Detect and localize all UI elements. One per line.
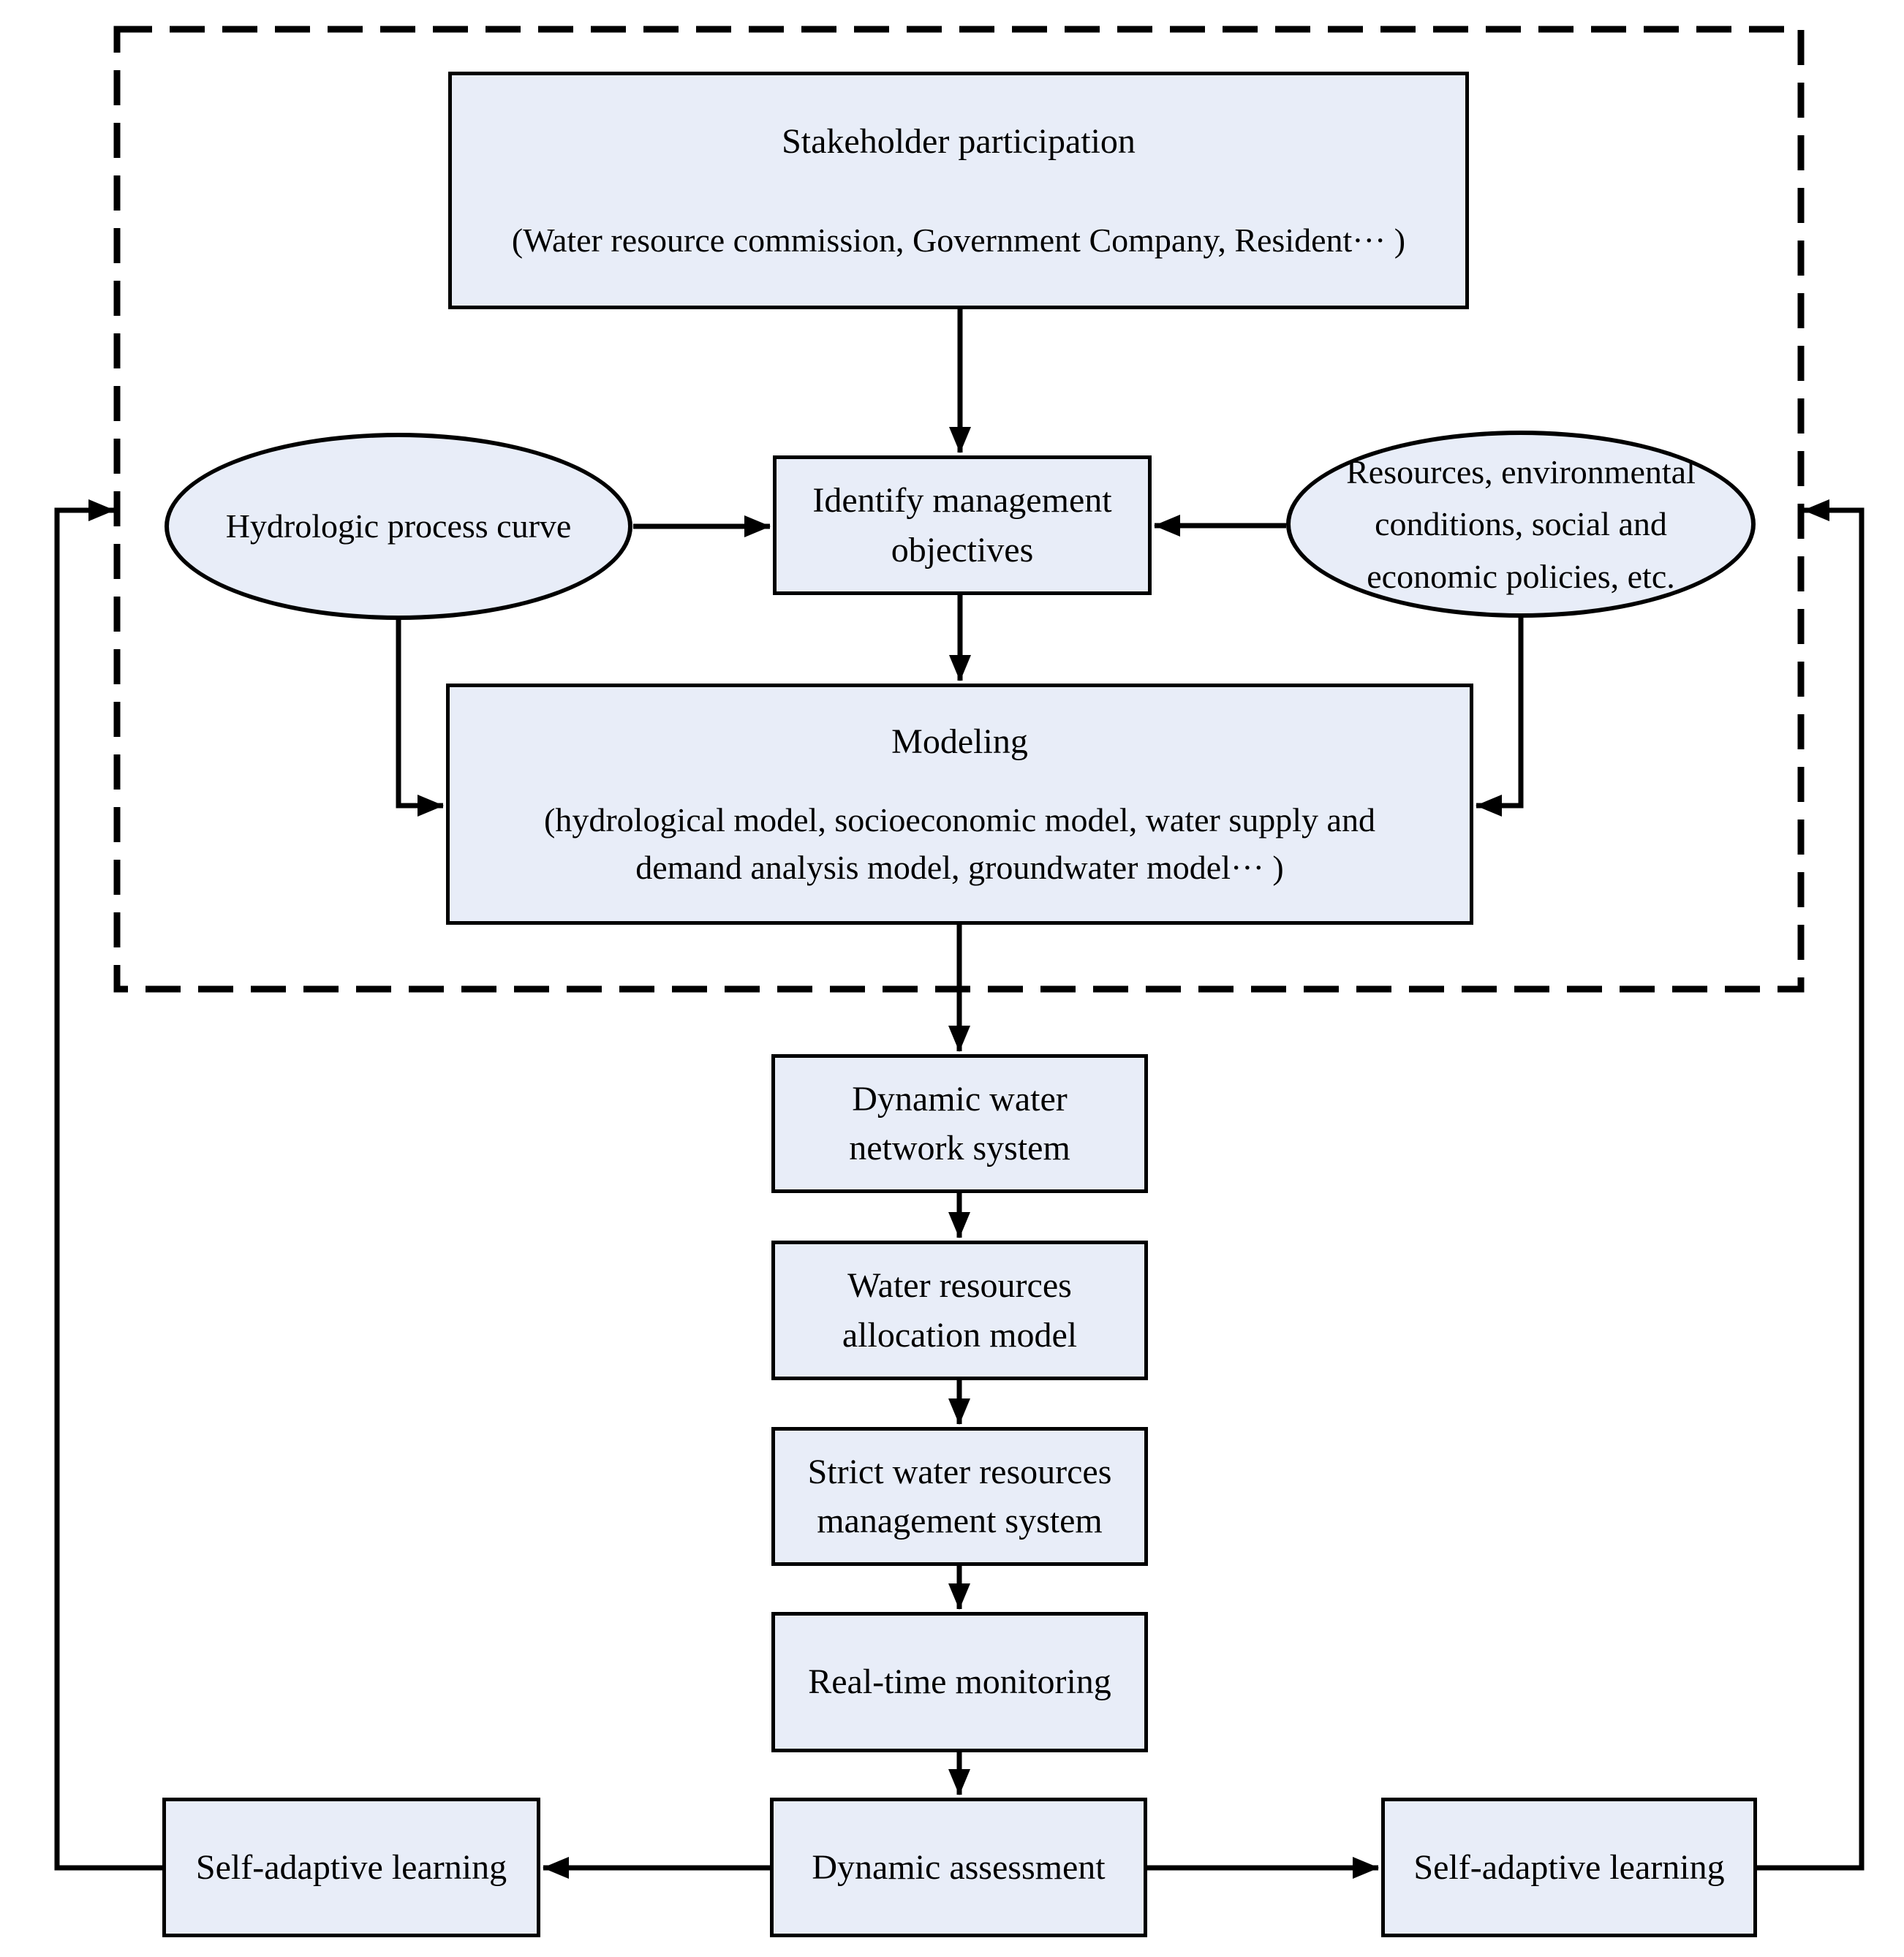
- stakeholder-title: Stakeholder participation: [782, 121, 1136, 161]
- node-stakeholder-participation: Stakeholder participation (Water resourc…: [448, 72, 1469, 309]
- modeling-title: Modeling: [891, 722, 1028, 762]
- node-modeling: Modeling (hydrological model, socioecono…: [446, 684, 1473, 925]
- node-self-adaptive-learning-left: Self-adaptive learning: [162, 1798, 540, 1937]
- node-hydrologic-process-curve: Hydrologic process curve: [165, 433, 632, 620]
- arrow-hydrologic-to-modeling: [396, 618, 444, 817]
- identify-objectives-label: Identify management objectives: [812, 481, 1112, 569]
- water-allocation-label: Water resources allocation model: [842, 1266, 1078, 1355]
- node-real-time-monitoring: Real-time monitoring: [771, 1612, 1148, 1752]
- node-self-adaptive-learning-right: Self-adaptive learning: [1381, 1798, 1757, 1937]
- dynamic-water-network-label: Dynamic water network system: [849, 1079, 1070, 1167]
- arrow-self-right-feedback: [1757, 499, 1865, 1871]
- node-water-resources-allocation-model: Water resources allocation model: [771, 1241, 1148, 1380]
- strict-management-label: Strict water resources management system: [807, 1452, 1112, 1540]
- arrow-resources-to-modeling: [1476, 616, 1524, 817]
- node-identify-management-objectives: Identify management objectives: [773, 455, 1152, 595]
- hydrologic-curve-label: Hydrologic process curve: [225, 507, 572, 545]
- self-adaptive-right-label: Self-adaptive learning: [1413, 1847, 1725, 1887]
- self-adaptive-left-label: Self-adaptive learning: [195, 1847, 507, 1887]
- modeling-subtitle: (hydrological model, socioeconomic model…: [544, 801, 1375, 886]
- realtime-monitoring-label: Real-time monitoring: [808, 1662, 1111, 1702]
- node-resources-environmental-conditions: Resources, environmental conditions, soc…: [1286, 431, 1756, 618]
- arrow-self-left-feedback: [54, 499, 162, 1871]
- node-dynamic-water-network-system: Dynamic water network system: [771, 1054, 1148, 1193]
- node-strict-water-resources-management-system: Strict water resources management system: [771, 1427, 1148, 1566]
- resources-conditions-label: Resources, environmental conditions, soc…: [1346, 453, 1696, 595]
- dynamic-assessment-label: Dynamic assessment: [812, 1847, 1106, 1887]
- stakeholder-subtitle: (Water resource commission, Government C…: [511, 221, 1406, 259]
- node-dynamic-assessment: Dynamic assessment: [770, 1798, 1147, 1937]
